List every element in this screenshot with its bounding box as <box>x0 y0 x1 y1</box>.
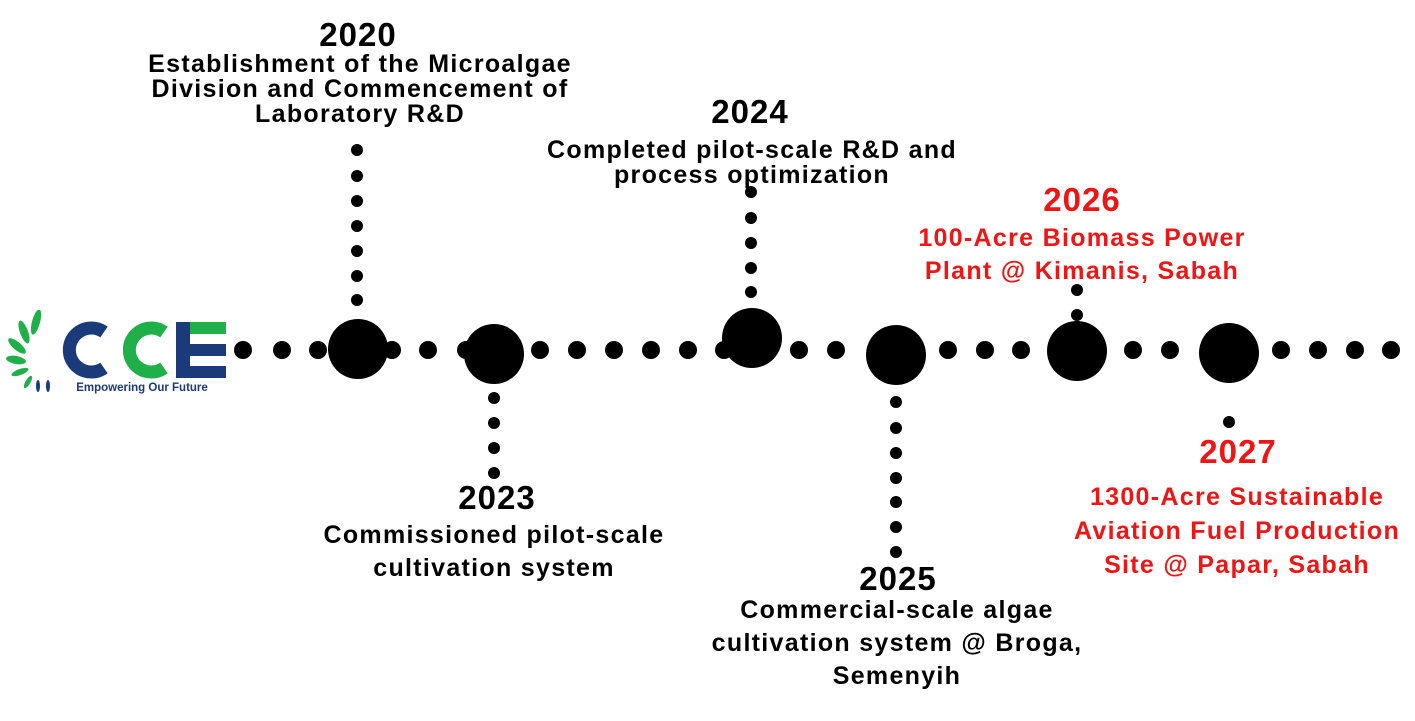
timeline-dot <box>568 341 586 359</box>
connector-dot <box>890 396 902 408</box>
desc-line: Establishment of the Microalgae <box>148 50 572 78</box>
connector-dot <box>745 212 757 224</box>
year-2024: 2024 <box>711 93 789 130</box>
desc-line: 1300-Acre Sustainable <box>1089 483 1385 511</box>
connector-dot <box>890 422 902 434</box>
timeline-dot <box>642 341 660 359</box>
desc-2024: Completed pilot-scale R&D and process op… <box>547 138 957 188</box>
timeline-dot <box>1382 341 1400 359</box>
timeline-dot <box>1161 341 1179 359</box>
connector-dot <box>1223 416 1235 428</box>
cce-logo: Empowering Our Future <box>6 310 226 394</box>
logo-tagline: Empowering Our Future <box>76 382 208 394</box>
connector-dot <box>351 270 363 282</box>
desc-line: 100-Acre Biomass Power <box>918 224 1246 252</box>
milestone-node-2023 <box>464 324 524 384</box>
connector-dot <box>890 546 902 558</box>
connector-dot <box>745 186 757 198</box>
timeline-dot <box>273 341 291 359</box>
year-2020: 2020 <box>319 16 397 53</box>
timeline-dot <box>1272 341 1290 359</box>
desc-2023: Commissioned pilot-scale cultivation sys… <box>324 523 665 581</box>
year-2027: 2027 <box>1199 433 1277 470</box>
timeline-dot <box>234 341 252 359</box>
timeline-dot <box>1012 341 1030 359</box>
logo-c2 <box>122 321 168 379</box>
timeline-dot <box>679 341 697 359</box>
connector-dot <box>488 442 500 454</box>
connector-dot <box>890 447 902 459</box>
desc-2025: Commercial-scale algae cultivation syste… <box>712 598 1083 689</box>
connector-dot <box>890 472 902 484</box>
connector-dot <box>745 262 757 274</box>
connector-dot <box>351 144 363 156</box>
timeline-dot <box>939 341 957 359</box>
milestone-node-2024 <box>722 308 782 368</box>
milestone-node-2026 <box>1047 321 1107 381</box>
desc-line: process optimization <box>613 161 891 189</box>
timeline-dot <box>1346 341 1364 359</box>
connector-dot <box>351 195 363 207</box>
connector-dot <box>1223 367 1235 379</box>
connector-dot <box>488 467 500 479</box>
timeline-dot <box>1124 341 1142 359</box>
desc-2027: 1300-Acre Sustainable Aviation Fuel Prod… <box>1074 485 1400 578</box>
desc-2020: Establishment of the Microalgae Division… <box>148 52 572 127</box>
timeline-dot <box>309 341 327 359</box>
desc-line: Completed pilot-scale R&D and <box>547 136 957 164</box>
connector-dot <box>1071 284 1083 296</box>
desc-line: Commercial-scale algae <box>740 596 1054 624</box>
connector-dot <box>890 521 902 533</box>
desc-2026: 100-Acre Biomass Power Plant @ Kimanis, … <box>918 226 1245 284</box>
year-2023: 2023 <box>458 479 536 516</box>
timeline-dot <box>827 341 845 359</box>
desc-line: Site @ Papar, Sabah <box>1104 551 1370 579</box>
desc-line: Semenyih <box>832 662 962 690</box>
year-2026: 2026 <box>1043 181 1121 218</box>
connector-dot <box>351 170 363 182</box>
milestone-node-2020 <box>328 319 388 379</box>
connector-dot <box>351 245 363 257</box>
timeline-dot <box>790 341 808 359</box>
connector-dot <box>488 392 500 404</box>
desc-line: Commissioned pilot-scale <box>323 521 665 549</box>
timeline-dot <box>419 341 437 359</box>
desc-line: Division and Commencement of <box>151 75 569 103</box>
desc-line: cultivation system <box>373 554 615 582</box>
connector-dot <box>1071 309 1083 321</box>
desc-line: Laboratory R&D <box>255 100 465 128</box>
timeline-dot <box>976 341 994 359</box>
connector-dot <box>488 417 500 429</box>
milestone-node-2027 <box>1199 323 1259 383</box>
year-2025: 2025 <box>859 560 937 597</box>
timeline-dot <box>1309 341 1327 359</box>
connector-dot <box>351 220 363 232</box>
leaf-fan-icon <box>6 310 50 392</box>
desc-line: Aviation Fuel Production <box>1073 517 1401 545</box>
timeline-dot <box>531 341 549 359</box>
connector-dot <box>745 286 757 298</box>
connector-dot <box>745 237 757 249</box>
logo-c1 <box>62 321 108 379</box>
connector-dot <box>890 496 902 508</box>
desc-line: Plant @ Kimanis, Sabah <box>924 257 1240 285</box>
desc-line: cultivation system @ Broga, <box>711 629 1083 657</box>
milestone-node-2025 <box>866 325 926 385</box>
timeline-dot <box>605 341 623 359</box>
connector-dot <box>351 294 363 306</box>
